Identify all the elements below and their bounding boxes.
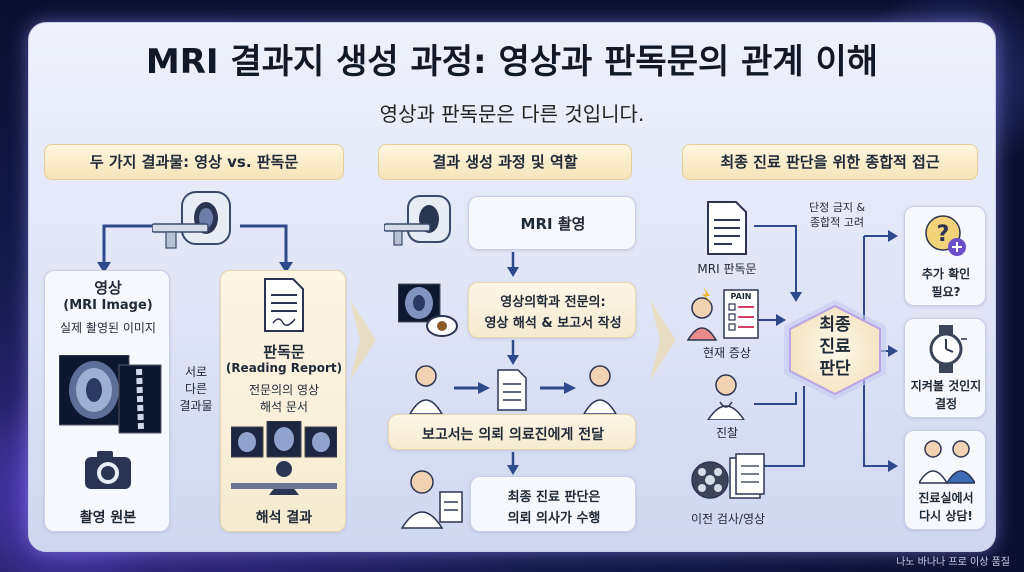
question-plus-icon: ? [925, 215, 966, 256]
divider-line-3: 결과물 [179, 399, 213, 413]
film-records-icon [691, 453, 765, 499]
arrow-down-icon [507, 340, 519, 365]
step-label-2: 영상 해석 & 보고서 작성 [484, 316, 622, 331]
section-header-middle: 결과 생성 과정 및 역할 [378, 144, 632, 180]
final-decision-hexagon [784, 300, 886, 400]
reading-report-card: 판독문 (Reading Report) 전문의의 영상 해석 문서 해석 결과 [220, 270, 346, 532]
card-description-2: 해석 문서 [260, 400, 308, 414]
step-mri-scan: MRI 촬영 [468, 196, 636, 250]
card-title: 판독문 [263, 343, 305, 361]
step-label-1: 영상의학과 전문의: [500, 295, 606, 310]
scan-review-icon [398, 283, 458, 337]
svg-text:?: ? [937, 222, 950, 247]
arrow-down-icon [507, 252, 519, 277]
mri-scanner-icon [384, 195, 451, 246]
input-label-history: 이전 검사/영상 [690, 512, 766, 526]
center-line-2: 진료 [819, 337, 851, 357]
card-description: 실제 촬영된 이미지 [60, 321, 156, 335]
consultation-icon [919, 440, 975, 484]
step-label: MRI 촬영 [520, 215, 586, 233]
card-subtitle: (MRI Image) [63, 298, 153, 313]
section-header-left: 두 가지 결과물: 영상 vs. 판독문 [44, 144, 344, 180]
divider-line-2: 다른 [184, 382, 208, 396]
radiologist-workstation-icon [231, 421, 337, 495]
note-line-1: 단정 금지 & [808, 201, 866, 214]
mri-scan-image-icon [59, 355, 162, 434]
document-icon [264, 278, 304, 332]
mri-scanner-icon [152, 191, 231, 249]
report-handoff-illustration [409, 365, 617, 414]
page-title: MRI 결과지 생성 과정: 영상과 판독문의 관계 이해 [145, 42, 879, 82]
step-radiologist-review: 영상의학과 전문의: 영상 해석 & 보고서 작성 [468, 282, 636, 338]
watch-icon [929, 325, 967, 373]
arrow-down-icon [507, 452, 519, 475]
output-label-1: 지켜볼 것인지 [910, 379, 982, 393]
step-final-judgment: 최종 진료 판단은 의뢰 의사가 수행 [470, 476, 636, 532]
pain-checklist-icon [686, 288, 759, 341]
card-title: 영상 [94, 279, 122, 297]
output-card-further-check: ? 추가 확인 필요? [904, 206, 986, 306]
center-line-3: 판단 [819, 359, 851, 379]
divider-line-1: 서로 [184, 365, 208, 379]
output-label-1: 추가 확인 [921, 267, 971, 281]
step-label: 보고서는 의뢰 의료진에게 전달 [421, 427, 605, 443]
output-card-watch: 지켜볼 것인지 결정 [904, 318, 986, 418]
input-label-report: MRI 판독문 [697, 262, 757, 276]
output-card-consult: 진료실에서 다시 상담! [904, 430, 986, 530]
flow-arrows-left [97, 224, 293, 273]
divider-text: 서로 다른 결과물 [174, 364, 218, 415]
output-label-2: 결정 [934, 397, 958, 411]
step-label-2: 의뢰 의사가 수행 [507, 511, 601, 526]
output-label-2: 다시 상담! [919, 509, 973, 523]
input-label-symptoms: 현재 증상 [703, 346, 751, 360]
chevron-right-icon [350, 300, 376, 380]
camera-icon [85, 451, 131, 489]
card-subtitle: (Reading Report) [225, 361, 343, 375]
center-line-1: 최종 [819, 315, 851, 335]
doctor-clipboard-icon [400, 470, 463, 529]
note-line-2: 종합적 고려 [809, 216, 865, 229]
mri-image-card: 영상 (MRI Image) 실제 촬영된 이미지 촬영 원본 [44, 270, 170, 532]
card-bottom-label: 해석 결과 [255, 510, 313, 526]
connector-lines [754, 225, 898, 472]
doctor-icon [707, 374, 745, 420]
input-label-exam: 진찰 [715, 426, 739, 440]
card-description-1: 전문의의 영상 [248, 383, 320, 397]
step-report-delivery: 보고서는 의뢰 의료진에게 전달 [388, 414, 636, 450]
pain-label: PAIN [730, 292, 752, 301]
step-label-1: 최종 진료 판단은 [507, 490, 601, 505]
chevron-right-icon [650, 300, 676, 380]
output-label-2: 필요? [931, 285, 961, 299]
card-bottom-label: 촬영 원본 [79, 510, 137, 526]
page-subtitle: 영상과 판독문은 다른 것입니다. [379, 102, 645, 126]
annotation-note: 단정 금지 & 종합적 고려 [806, 200, 868, 230]
document-icon [707, 201, 747, 255]
section-header-right: 최종 진료 판단을 위한 종합적 접근 [682, 144, 978, 180]
final-decision-label: 최종 진료 판단 [800, 314, 870, 380]
footer-watermark: 나노 바나나 프로 이상 품질 [896, 557, 1010, 568]
output-label-1: 진료실에서 [918, 491, 974, 505]
